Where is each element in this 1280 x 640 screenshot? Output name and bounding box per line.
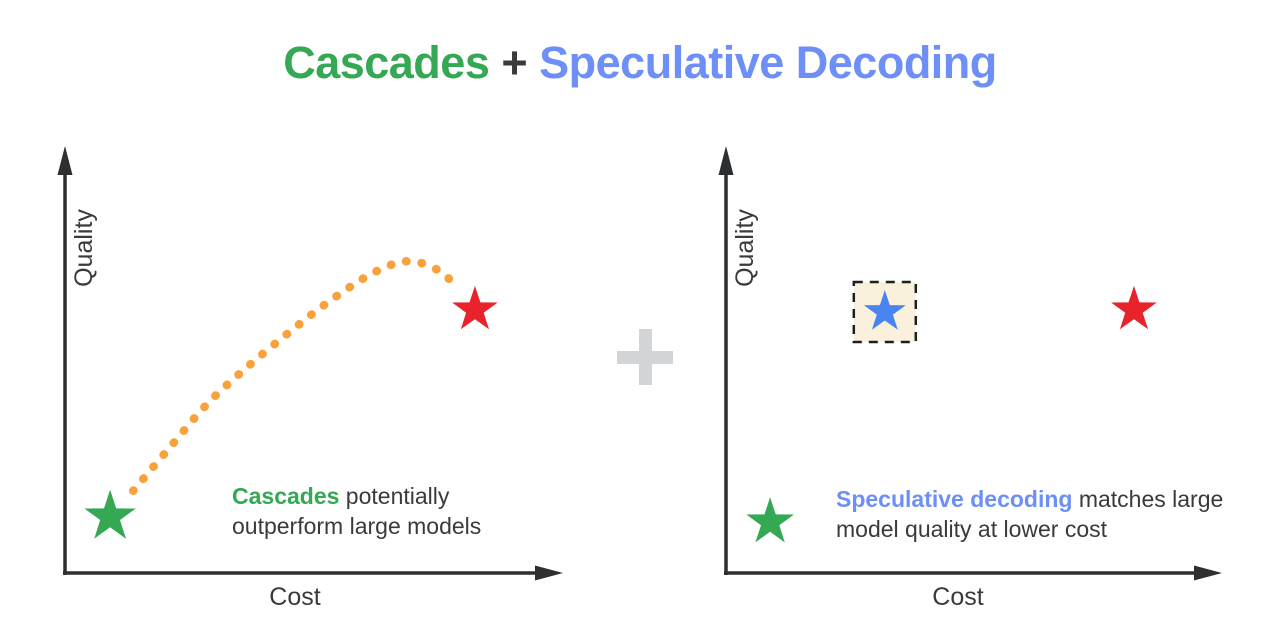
x-axis: Cost bbox=[63, 565, 563, 610]
y-axis-arrow-icon bbox=[57, 146, 73, 175]
x-axis-arrow-icon bbox=[1194, 565, 1222, 581]
y-axis: Quality bbox=[718, 146, 759, 575]
red-star-icon bbox=[452, 285, 498, 330]
green-star-icon bbox=[84, 489, 136, 539]
green-star-icon bbox=[746, 497, 794, 543]
speculative-decoding-chart: Quality Cost bbox=[718, 146, 1222, 610]
speculative-annotation-highlight: Speculative decoding bbox=[836, 486, 1073, 512]
plus-icon bbox=[617, 329, 673, 385]
cascades-annotation-highlight: Cascades bbox=[232, 483, 340, 509]
title-cascades: Cascades bbox=[283, 37, 490, 88]
title-plus: + bbox=[489, 37, 540, 88]
title-speculative: Speculative Decoding bbox=[539, 37, 997, 88]
x-axis-label: Cost bbox=[932, 583, 983, 610]
red-star-icon bbox=[1111, 285, 1157, 330]
x-axis: Cost bbox=[724, 565, 1222, 610]
plot-layer bbox=[746, 280, 1157, 543]
x-axis-arrow-icon bbox=[535, 565, 563, 581]
y-axis-label: Quality bbox=[731, 209, 759, 287]
blue-star-boxed-icon bbox=[863, 290, 906, 330]
y-axis: Quality bbox=[57, 146, 98, 575]
y-axis-arrow-icon bbox=[718, 146, 734, 175]
plot-layer bbox=[84, 256, 498, 539]
page-title: Cascades + Speculative Decoding bbox=[0, 36, 1280, 90]
x-axis-label: Cost bbox=[269, 583, 320, 610]
cascade-tradeoff-curve bbox=[128, 256, 460, 496]
cascades-chart: Quality Cost bbox=[57, 146, 563, 610]
cascades-annotation: Cascades potentially outperform large mo… bbox=[232, 481, 552, 541]
speculative-annotation-rest: matches large model quality at lower cos… bbox=[836, 486, 1224, 542]
y-axis-label: Quality bbox=[70, 209, 98, 287]
cascades-annotation-rest: potentially outperform large models bbox=[232, 483, 482, 539]
speculative-annotation: Speculative decoding matches large model… bbox=[836, 484, 1228, 544]
